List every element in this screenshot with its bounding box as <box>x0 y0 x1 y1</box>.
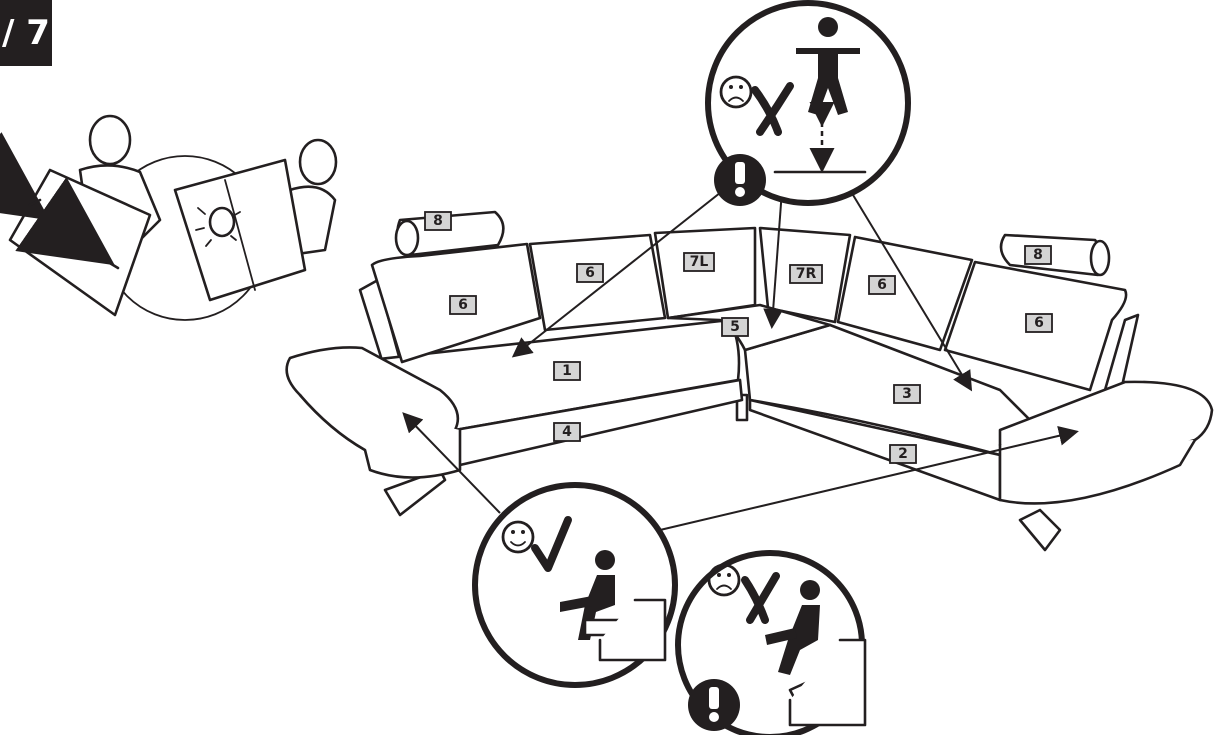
callout-sit-upright-ok <box>475 485 675 685</box>
part-label-6-back-left-inner: 6 <box>577 264 603 282</box>
part-label-5: 5 <box>722 318 748 336</box>
svg-text:6: 6 <box>877 277 887 293</box>
part-label-6-back-right-outer: 6 <box>1026 314 1052 332</box>
warning-exclamation-icon <box>714 154 766 206</box>
part-label-7L: 7L <box>684 253 714 271</box>
warning-exclamation-icon <box>688 679 740 731</box>
part-label-4: 4 <box>554 423 580 441</box>
svg-text:5: 5 <box>730 319 740 335</box>
pillow-handling-illustration <box>10 116 336 320</box>
part-label-8-right: 8 <box>1025 246 1051 264</box>
svg-text:3: 3 <box>902 386 912 402</box>
corner-sofa <box>287 212 1212 550</box>
part-label-1: 1 <box>554 362 580 380</box>
part-label-2: 2 <box>890 445 916 463</box>
svg-text:1: 1 <box>562 363 572 379</box>
svg-text:6: 6 <box>585 265 595 281</box>
svg-text:2: 2 <box>898 446 908 462</box>
svg-text:4: 4 <box>562 424 572 440</box>
svg-text:6: 6 <box>458 297 468 313</box>
svg-text:7R: 7R <box>796 266 817 282</box>
part-label-8-left: 8 <box>425 212 451 230</box>
part-label-6-back-right-inner: 6 <box>869 276 895 294</box>
part-label-7R: 7R <box>790 265 822 283</box>
svg-text:7L: 7L <box>690 254 709 270</box>
part-label-3: 3 <box>894 385 920 403</box>
part-label-6-back-left-outer: 6 <box>450 296 476 314</box>
svg-text:6: 6 <box>1034 315 1044 331</box>
svg-text:8: 8 <box>1033 247 1043 263</box>
svg-text:8: 8 <box>433 213 443 229</box>
callout-sit-reclined-wrong <box>678 553 865 735</box>
